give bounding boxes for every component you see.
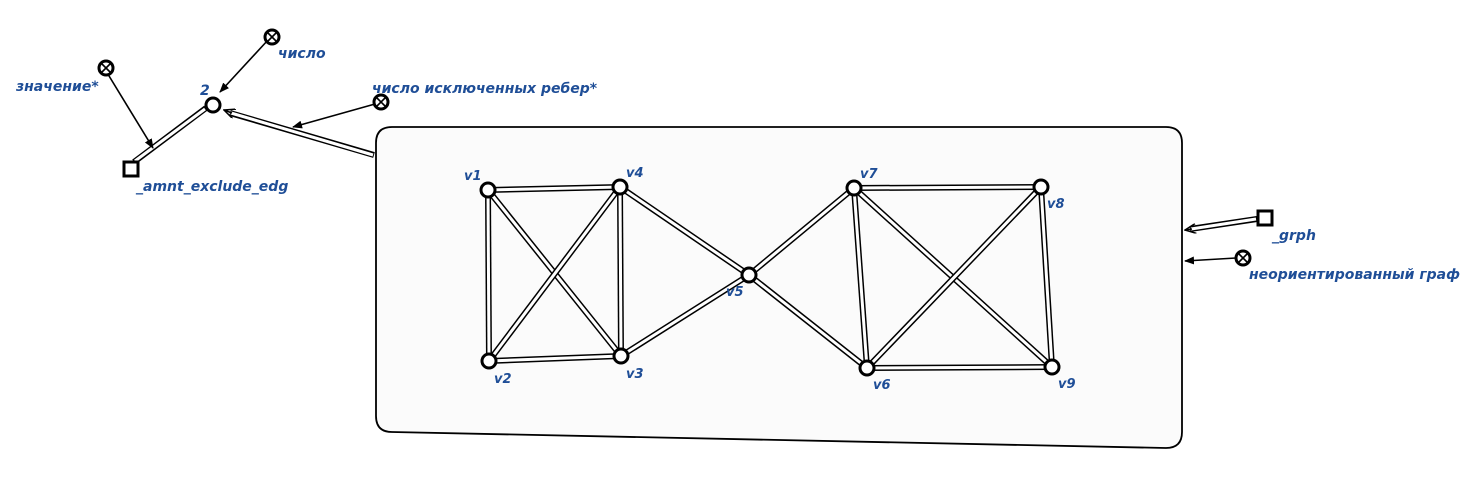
graph-edge-inner xyxy=(852,187,869,369)
circled-x-icon[interactable] xyxy=(97,59,115,77)
pair-arc-inner xyxy=(134,107,206,163)
right-construction xyxy=(1184,216,1258,265)
label-amount-value: 2 xyxy=(200,83,210,99)
graph-var-arc-head xyxy=(1185,229,1192,230)
label-graph-variable: _grph xyxy=(1271,228,1316,244)
graph-edges xyxy=(485,184,1055,371)
graph-edge-inner xyxy=(853,185,1042,190)
graph-var-arc-inner xyxy=(1190,217,1257,231)
vertex-label-v3: v3 xyxy=(626,367,644,382)
vertex-label-v6: v6 xyxy=(873,378,891,393)
vertex-node-v4[interactable] xyxy=(611,178,629,196)
circled-x-icon[interactable] xyxy=(372,93,390,111)
label-number-concept: число xyxy=(278,46,326,62)
graph-edge-inner xyxy=(487,185,621,192)
vertex-label-v5: v5 xyxy=(726,285,744,300)
square-node-icon[interactable] xyxy=(1256,209,1274,227)
circle-node-icon[interactable] xyxy=(204,96,222,114)
graph-contour xyxy=(375,126,1183,449)
contour-to-value-arc-inner xyxy=(230,111,374,157)
graph-edge-inner xyxy=(865,185,1043,370)
membership-arc-excluded xyxy=(292,103,376,129)
vertex-node-v5[interactable] xyxy=(740,266,758,284)
contour-arc-head xyxy=(224,110,232,113)
circled-x-icon[interactable] xyxy=(263,28,281,46)
graph-edge-inner xyxy=(866,365,1053,370)
label-value-concept: значение* xyxy=(15,79,99,95)
vertex-label-v8: v8 xyxy=(1047,197,1065,212)
graph-edge-inner xyxy=(620,273,750,358)
vertex-node-v7[interactable] xyxy=(845,179,863,197)
graph-edge-inner xyxy=(1039,186,1054,368)
vertex-label-v1: v1 xyxy=(464,169,482,184)
graph-edge-inner xyxy=(619,185,750,277)
graph-edge-inner xyxy=(618,186,623,357)
vertex-node-v3[interactable] xyxy=(612,347,630,365)
membership-arc-value xyxy=(105,70,154,149)
circled-x-icon[interactable] xyxy=(1234,249,1252,267)
vertex-label-v9: v9 xyxy=(1058,377,1076,392)
vertex-node-v1[interactable] xyxy=(479,181,497,199)
graph-edge-inner xyxy=(748,186,855,277)
left-construction xyxy=(105,39,376,165)
graph-edge-inner xyxy=(748,273,868,370)
vertex-node-v2[interactable] xyxy=(480,352,498,370)
label-undirected-graph-concept: неориентированный граф xyxy=(1249,267,1460,283)
vertex-node-v6[interactable] xyxy=(858,359,876,377)
graph-edge-inner xyxy=(486,189,491,362)
label-excluded-edges-concept: число исключенных ребер* xyxy=(372,81,598,97)
membership-arc-number xyxy=(219,39,269,93)
graph-vertices: v1 v2 v3 v4 v5 v6 v7 v8 v9 xyxy=(464,166,1076,393)
vertex-node-v8[interactable] xyxy=(1032,178,1050,196)
vertex-label-v7: v7 xyxy=(860,167,878,182)
vertex-node-v9[interactable] xyxy=(1043,358,1061,376)
square-node-icon[interactable] xyxy=(122,160,140,178)
graph-edge-inner xyxy=(488,354,622,363)
vertex-label-v4: v4 xyxy=(626,166,644,181)
label-amount-variable: _amnt_exclude_edg xyxy=(135,179,288,195)
membership-arc-graph xyxy=(1184,256,1237,265)
graph-edge-inner xyxy=(487,186,622,362)
vertex-label-v2: v2 xyxy=(494,372,512,387)
